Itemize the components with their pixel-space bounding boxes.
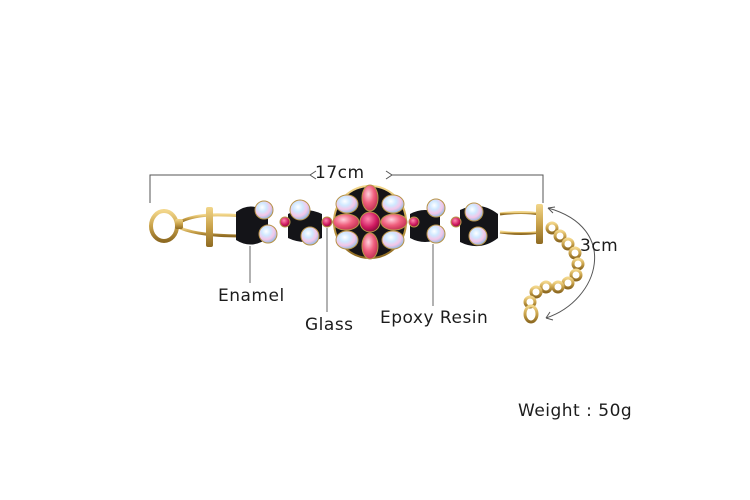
center-flower (332, 184, 408, 260)
left-end-bar (206, 207, 213, 247)
length-dimension-line (149, 170, 544, 203)
weight-label: Weight : 50g (518, 401, 633, 421)
epoxy-resin-label: Epoxy Resin (380, 308, 489, 328)
glass-label: Glass (305, 315, 354, 335)
right-chain (499, 211, 541, 235)
extension-label: 3cm (580, 236, 619, 256)
enamel-label: Enamel (218, 286, 285, 306)
lobster-clasp (149, 209, 183, 243)
extension-dimension-arc (545, 206, 596, 321)
crystals (254, 198, 488, 246)
length-label: 17cm (315, 163, 365, 183)
leader-lines (249, 228, 434, 312)
right-end-bar (536, 204, 543, 244)
extension-chain (523, 221, 585, 324)
